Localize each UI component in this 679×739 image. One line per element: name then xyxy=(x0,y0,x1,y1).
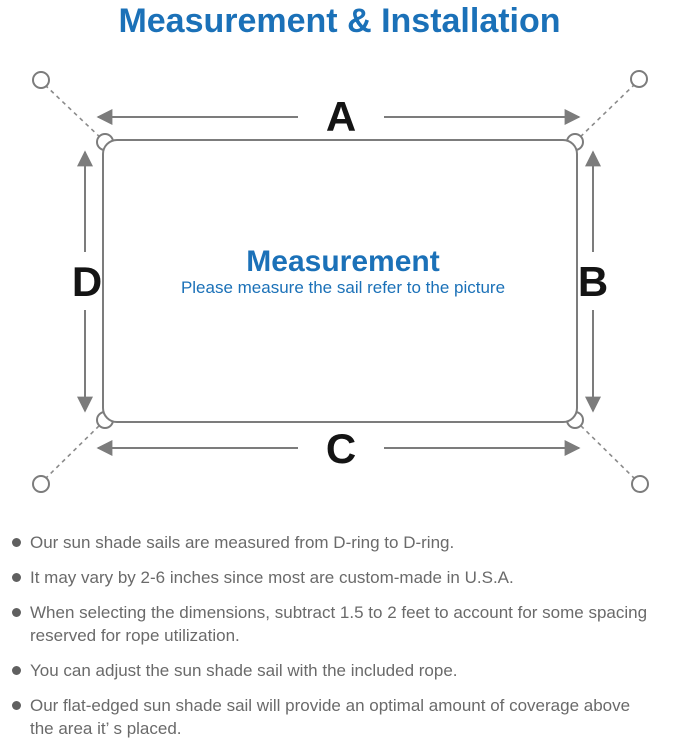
rope-top-left xyxy=(44,84,105,142)
list-item: You can adjust the sun shade sail with t… xyxy=(10,659,670,682)
note-text: It may vary by 2-6 inches since most are… xyxy=(30,568,514,587)
dimension-label-b: B xyxy=(578,258,608,305)
rope-bottom-left xyxy=(44,420,105,480)
bullet-icon xyxy=(12,538,21,547)
dimension-label-c: C xyxy=(326,425,356,472)
note-text: You can adjust the sun shade sail with t… xyxy=(30,661,458,680)
list-item: Our flat-edged sun shade sail will provi… xyxy=(10,694,670,739)
diagram-center-title: Measurement xyxy=(246,245,439,278)
bullet-icon xyxy=(12,666,21,675)
anchor-ring-bottom-right-icon xyxy=(631,475,649,493)
sail-outline xyxy=(102,139,578,423)
note-text: When selecting the dimensions, subtract … xyxy=(30,603,648,645)
anchor-ring-top-left-icon xyxy=(32,71,50,89)
bullet-icon xyxy=(12,701,21,710)
rope-bottom-right xyxy=(575,420,636,480)
diagram-center-subtitle: Please measure the sail refer to the pic… xyxy=(181,278,505,297)
note-text: Our sun shade sails are measured from D-… xyxy=(30,533,455,552)
rope-top-right xyxy=(575,83,636,142)
list-item: It may vary by 2-6 inches since most are… xyxy=(10,566,670,589)
measurement-diagram: A C D B Measurement Please measure the s… xyxy=(32,70,649,493)
anchor-ring-top-right-icon xyxy=(630,70,648,88)
bullet-icon xyxy=(12,573,21,582)
note-text: Our flat-edged sun shade sail will provi… xyxy=(30,696,631,738)
anchor-ring-bottom-left-icon xyxy=(32,475,50,493)
dimension-label-a: A xyxy=(326,93,356,140)
notes-list: Our sun shade sails are measured from D-… xyxy=(10,531,670,739)
dimension-label-d: D xyxy=(72,258,102,305)
list-item: Our sun shade sails are measured from D-… xyxy=(10,531,670,554)
bullet-icon xyxy=(12,608,21,617)
page-title: Measurement & Installation xyxy=(118,2,561,40)
list-item: When selecting the dimensions, subtract … xyxy=(10,601,670,647)
